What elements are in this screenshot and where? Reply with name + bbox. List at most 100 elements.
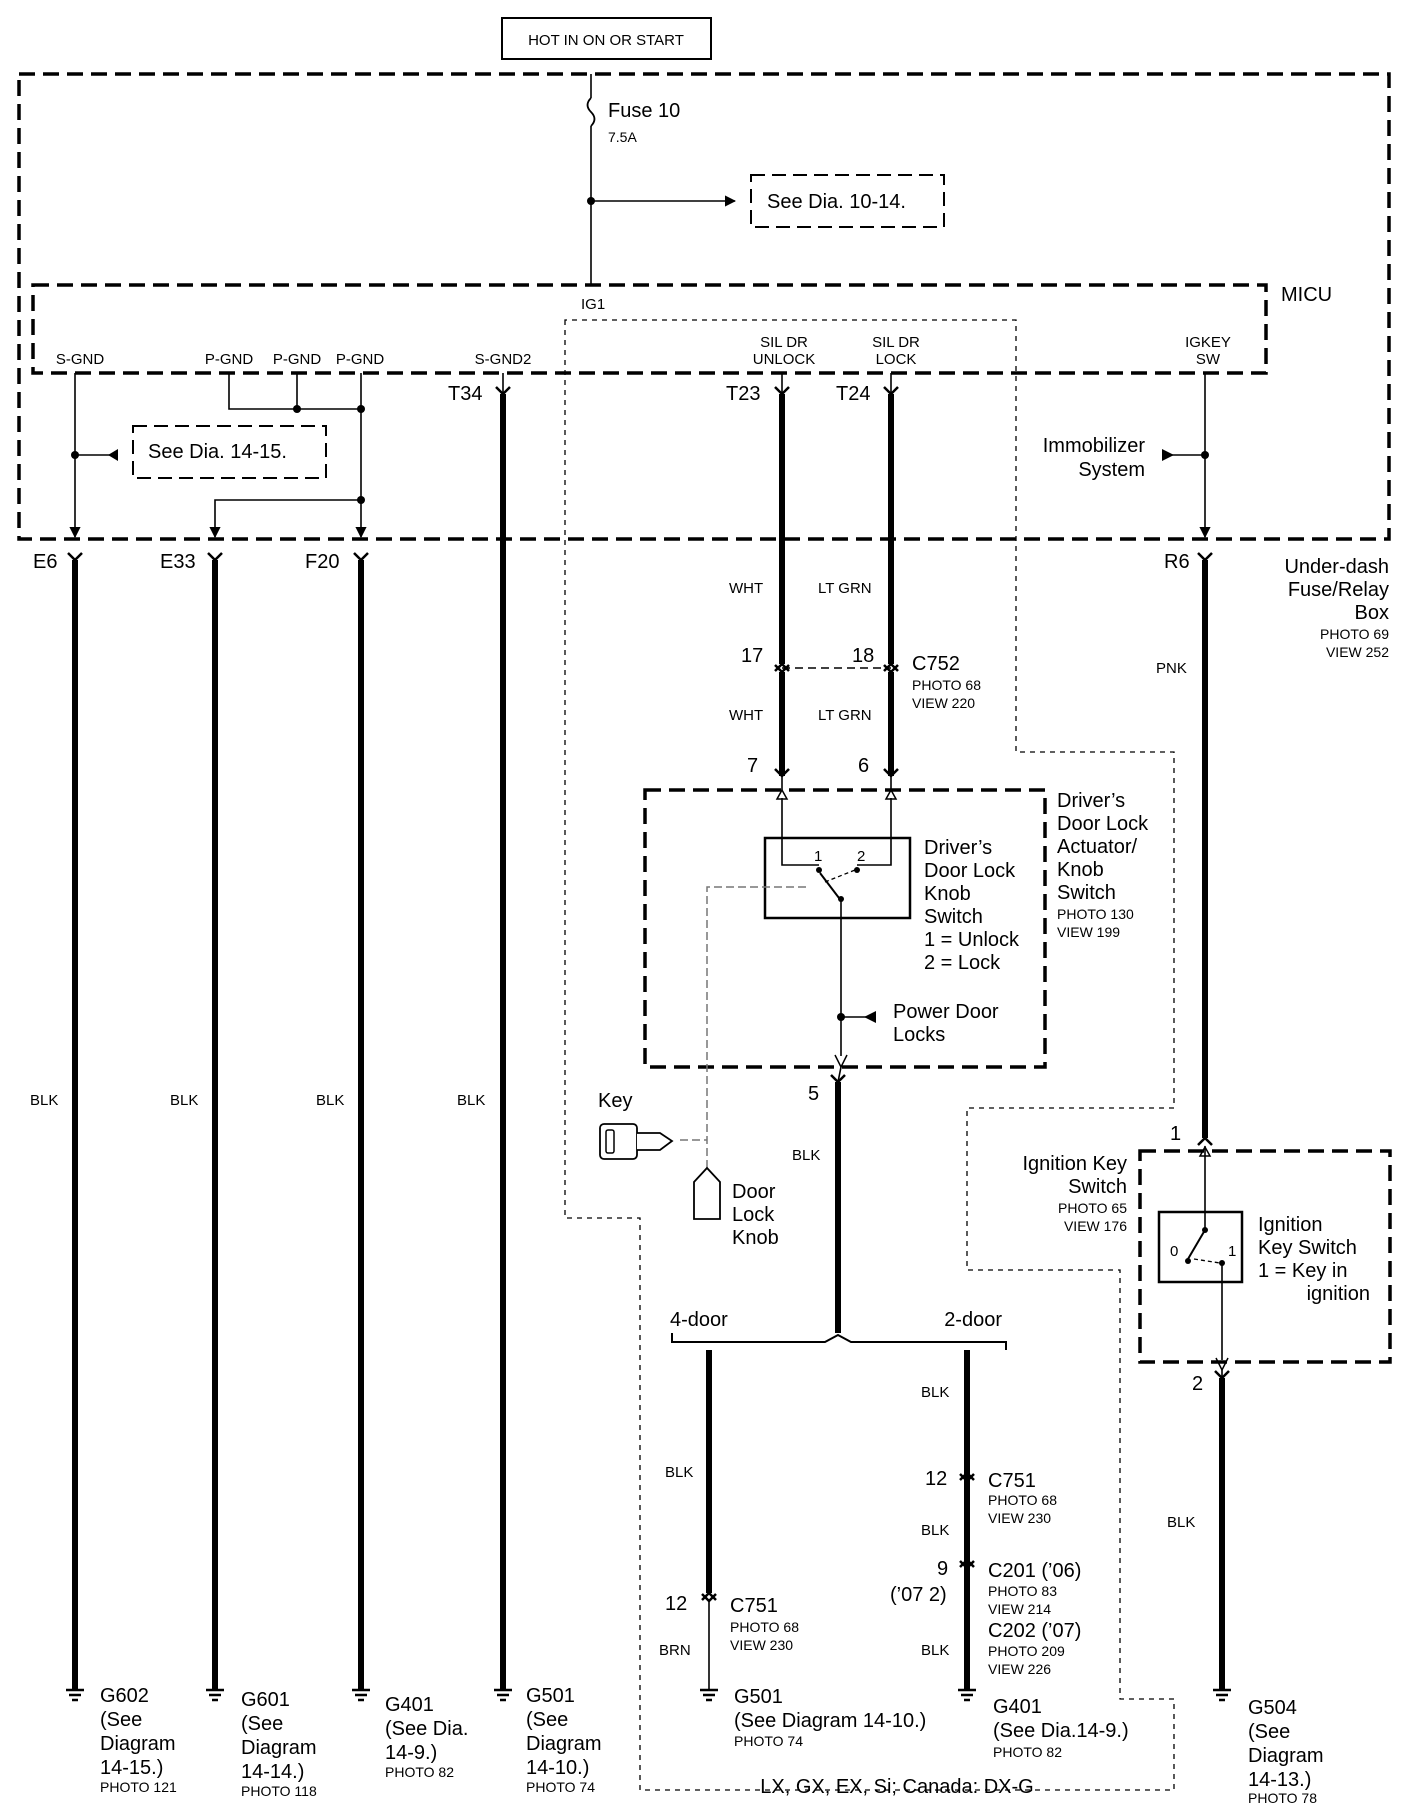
svg-text:C751: C751 <box>730 1595 778 1617</box>
door-lock-knob-label: Door Lock Knob <box>732 1181 779 1249</box>
s-gnd-wire <box>69 373 118 539</box>
svg-text:C201 (’06): C201 (’06) <box>988 1560 1081 1582</box>
terminal-e33: E33 <box>160 551 196 573</box>
svg-text:(See: (See <box>1248 1721 1290 1743</box>
power-door-locks-label: Power Door Locks <box>893 1001 999 1046</box>
svg-text:C202 (’07): C202 (’07) <box>988 1620 1081 1642</box>
ignition-switch-box <box>1138 1149 1392 1364</box>
svg-text:Under-dash: Under-dash <box>1284 556 1389 578</box>
svg-text:PHOTO 83: PHOTO 83 <box>988 1583 1057 1599</box>
knob-switch: 1 2 <box>763 788 912 1069</box>
key-label: Key <box>598 1090 632 1112</box>
svg-text:0: 0 <box>1170 1243 1178 1260</box>
svg-text:12: 12 <box>925 1468 947 1490</box>
svg-text:Locks: Locks <box>893 1024 945 1046</box>
unlock-wire: WHT WHT <box>729 373 791 790</box>
svg-text:1 = Unlock: 1 = Unlock <box>924 929 1020 951</box>
micu-title: MICU <box>1281 284 1332 306</box>
svg-text:LT GRN: LT GRN <box>818 707 872 724</box>
igkey-wire: PNK <box>1156 373 1214 1147</box>
connector-c752: 17 18 C752 PHOTO 68 VIEW 220 <box>741 645 981 711</box>
svg-text:Diagram: Diagram <box>526 1733 602 1755</box>
ignition-pin-1: 1 <box>1170 1123 1181 1145</box>
svg-text:2: 2 <box>857 848 865 865</box>
svg-text:BLK: BLK <box>921 1522 949 1539</box>
svg-text:1 = Key in: 1 = Key in <box>1258 1260 1348 1282</box>
svg-text:12: 12 <box>665 1593 687 1615</box>
actuator-label: Driver’s Door Lock Actuator/ Knob Switch… <box>1057 790 1149 940</box>
svg-text:G504: G504 <box>1248 1697 1297 1719</box>
svg-text:(See Dia.: (See Dia. <box>385 1718 468 1740</box>
svg-text:BLK: BLK <box>170 1092 198 1109</box>
branch-bar: 4-door 2-door <box>670 1309 1007 1350</box>
ground-g501-left: G501 (See Diagram 14-10.) PHOTO 74 <box>526 1685 602 1795</box>
pin-sil-lock-2: LOCK <box>876 351 917 368</box>
svg-text:14-13.): 14-13.) <box>1248 1769 1311 1791</box>
svg-text:System: System <box>1078 459 1145 481</box>
svg-text:BRN: BRN <box>659 1642 691 1659</box>
ignition-switch-outer-label: Ignition Key Switch PHOTO 65 VIEW 176 <box>1022 1153 1127 1234</box>
svg-text:PHOTO 74: PHOTO 74 <box>734 1733 803 1749</box>
svg-text:PHOTO 118: PHOTO 118 <box>241 1783 317 1799</box>
svg-text:17: 17 <box>741 645 763 667</box>
terminal-t24: T24 <box>836 383 870 405</box>
connector-c751-left: 12 C751 PHOTO 68 VIEW 230 <box>665 1593 799 1653</box>
svg-text:PHOTO 121: PHOTO 121 <box>100 1779 177 1795</box>
pin-igkey-1: IGKEY <box>1185 334 1231 351</box>
svg-text:G602: G602 <box>100 1685 149 1707</box>
pin-s-gnd2: S-GND2 <box>475 351 532 368</box>
pin-p-gnd-1: P-GND <box>205 351 254 368</box>
svg-text:Door Lock: Door Lock <box>1057 813 1149 835</box>
svg-text:1: 1 <box>814 848 822 865</box>
svg-text:Actuator/: Actuator/ <box>1057 836 1137 858</box>
ground-trunk-wire: BLK <box>792 1066 847 1333</box>
ref-dia-14-15: See Dia. 14-15. <box>132 425 327 479</box>
ground-wire-f20: BLK <box>316 551 372 1702</box>
terminal-e6: E6 <box>33 551 57 573</box>
fuse-rating: 7.5A <box>608 129 637 145</box>
fuse-10: Fuse 10 7.5A <box>586 74 680 285</box>
svg-text:BLK: BLK <box>921 1384 949 1401</box>
actuator-pin-6: 6 <box>858 755 869 777</box>
ref-dia-10-14-label: See Dia. 10-14. <box>767 191 906 213</box>
svg-text:Lock: Lock <box>732 1204 775 1226</box>
ig1-label: IG1 <box>581 296 605 313</box>
pin-s-gnd: S-GND <box>56 351 105 368</box>
svg-text:14-15.): 14-15.) <box>100 1757 163 1779</box>
svg-text:VIEW 230: VIEW 230 <box>988 1510 1051 1526</box>
ref-dia-14-15-label: See Dia. 14-15. <box>148 441 287 463</box>
svg-text:VIEW 220: VIEW 220 <box>912 695 975 711</box>
two-door-branch: BLK BLK BLK <box>921 1350 978 1702</box>
pin-p-gnd-2: P-GND <box>273 351 322 368</box>
actuator-pin-5: 5 <box>808 1083 819 1105</box>
svg-text:PNK: PNK <box>1156 660 1187 677</box>
svg-text:PHOTO 68: PHOTO 68 <box>730 1619 799 1635</box>
svg-text:Door Lock: Door Lock <box>924 860 1016 882</box>
actuator-pin-7: 7 <box>747 755 758 777</box>
ground-g401-right: G401 (See Dia.14-9.) PHOTO 82 <box>993 1696 1129 1760</box>
fuse-name: Fuse 10 <box>608 100 680 122</box>
svg-text:18: 18 <box>852 645 874 667</box>
svg-text:PHOTO 82: PHOTO 82 <box>385 1764 454 1780</box>
ground-g602: G602 (See Diagram 14-15.) PHOTO 121 <box>100 1685 177 1795</box>
svg-text:(See Diagram 14-10.): (See Diagram 14-10.) <box>734 1710 926 1732</box>
svg-text:Ignition Key: Ignition Key <box>1022 1153 1127 1175</box>
svg-text:Ignition: Ignition <box>1258 1214 1323 1236</box>
ignition-switch-inner-label: Ignition Key Switch 1 = Key in ignition <box>1258 1214 1370 1305</box>
svg-text:Switch: Switch <box>924 906 983 928</box>
terminal-f20: F20 <box>305 551 339 573</box>
svg-text:Power Door: Power Door <box>893 1001 999 1023</box>
ground-g401-left: G401 (See Dia. 14-9.) PHOTO 82 <box>385 1694 468 1780</box>
svg-text:Driver’s: Driver’s <box>1057 790 1125 812</box>
svg-text:PHOTO 69: PHOTO 69 <box>1320 626 1389 642</box>
svg-text:BLK: BLK <box>30 1092 58 1109</box>
svg-text:Immobilizer: Immobilizer <box>1043 435 1146 457</box>
micu-outline <box>31 283 1268 375</box>
svg-text:BLK: BLK <box>665 1464 693 1481</box>
svg-text:Key Switch: Key Switch <box>1258 1237 1357 1259</box>
svg-text:PHOTO 209: PHOTO 209 <box>988 1643 1065 1659</box>
door-lock-knob-icon <box>693 1166 721 1220</box>
svg-text:PHOTO 68: PHOTO 68 <box>988 1492 1057 1508</box>
svg-text:2 = Lock: 2 = Lock <box>924 952 1001 974</box>
svg-text:C752: C752 <box>912 653 960 675</box>
